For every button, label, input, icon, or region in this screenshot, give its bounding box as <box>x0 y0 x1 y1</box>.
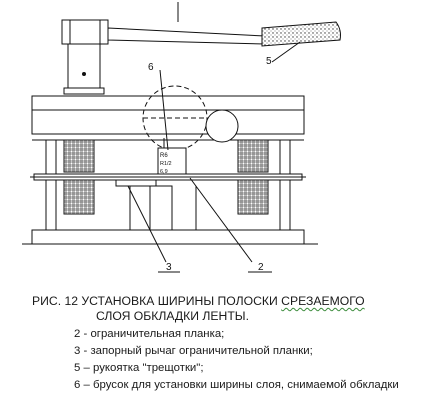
leader-5 <box>271 41 301 63</box>
callout-6: 6 <box>148 62 154 73</box>
scale-mark-2: R1/2 <box>160 161 172 167</box>
legend-item-5: 5 – рукоятка "трещотки"; <box>74 362 204 374</box>
figure-caption-line2: СЛОЯ ОБКЛАДКИ ЛЕНТЫ. <box>96 309 249 323</box>
upper-block <box>31 109 305 135</box>
leader-6 <box>159 69 169 151</box>
left-column-upper <box>63 139 95 173</box>
callout-2: 2 <box>258 262 264 273</box>
lower-support <box>149 185 173 231</box>
handle-arm <box>107 27 266 45</box>
right-column-upper <box>237 139 269 173</box>
left-column-lower <box>63 177 95 215</box>
callout-5: 5 <box>266 56 272 67</box>
eccentric-circle <box>205 109 239 143</box>
leader-3 <box>127 185 167 263</box>
caption-underlined-word: СРЕЗАЕМОГО <box>281 294 365 308</box>
legend-item-6: 6 – брусок для установки ширины слоя, сн… <box>74 379 399 391</box>
leader-2 <box>189 177 253 263</box>
scale-mark-3: 6,9 <box>160 169 168 175</box>
legend-item-3: 3 - запорный рычаг ограничительной планк… <box>74 345 313 357</box>
ratchet-head <box>61 19 109 45</box>
right-column-lower <box>237 177 269 215</box>
scale-mark-1: R6 <box>160 153 168 159</box>
press-assembly-drawing: 6 5 3 2 R6 R1/2 6,9 <box>22 2 341 273</box>
legend-item-2: 2 - ограничительная планка; <box>74 328 225 340</box>
base-plate <box>31 229 305 245</box>
ratchet-grip <box>261 21 341 47</box>
upper-plate <box>31 95 305 111</box>
callout-3: 3 <box>166 262 172 273</box>
figure-caption-line1: РИС. 12 УСТАНОВКА ШИРИНЫ ПОЛОСКИ СРЕЗАЕМ… <box>32 294 365 308</box>
spindle-body <box>67 43 101 89</box>
